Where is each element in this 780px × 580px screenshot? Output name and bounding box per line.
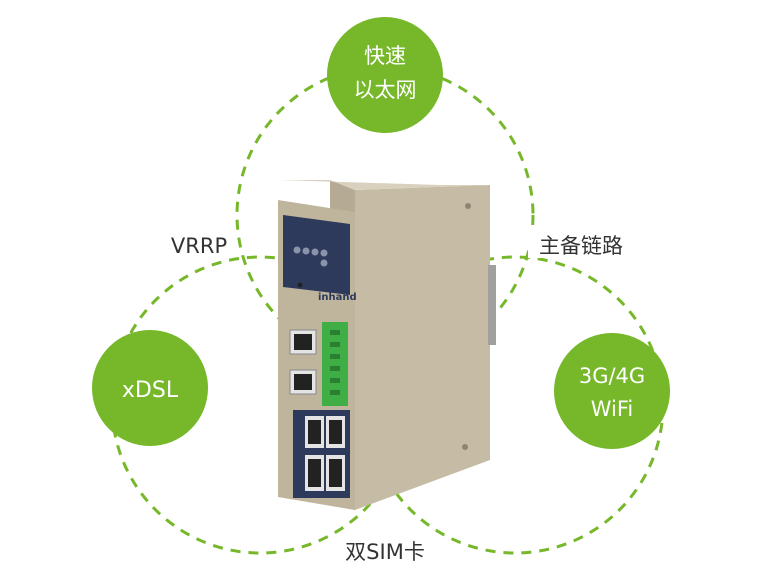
bubble-right: 3G/4G WiFi (554, 333, 670, 449)
device-side (355, 185, 490, 510)
label-vrrp: VRRP (171, 234, 227, 258)
screw-bottom (462, 444, 468, 450)
led-wifi (320, 259, 328, 267)
bubble-top: 快速 以太网 (327, 17, 443, 133)
led-warn (311, 248, 319, 256)
device-top (280, 180, 490, 190)
led-err (320, 249, 328, 257)
fe01-port-jack (294, 374, 312, 390)
brand-logo: inhand (318, 292, 357, 303)
bubble-right-line1: 3G/4G (579, 364, 645, 388)
bubble-top-line2: 以太网 (354, 78, 417, 102)
bubble-left: xDSL (92, 330, 208, 446)
led-status (302, 247, 310, 255)
label-dual-sim: 双SIM卡 (345, 540, 425, 564)
led-pwr (293, 246, 301, 254)
ring-top (235, 65, 535, 365)
label-main-backup: 主备链路 (539, 234, 623, 258)
din-clip (488, 265, 496, 345)
router-device: inhand (278, 180, 496, 510)
screw-top (465, 203, 471, 209)
io-terminal-slots (330, 330, 340, 395)
bubble-top-line1: 快速 (364, 44, 406, 68)
reset-button (297, 282, 303, 288)
bubble-left-line1: xDSL (122, 378, 179, 403)
console-port-jack (294, 334, 312, 350)
bubble-right-line2: WiFi (591, 397, 634, 421)
